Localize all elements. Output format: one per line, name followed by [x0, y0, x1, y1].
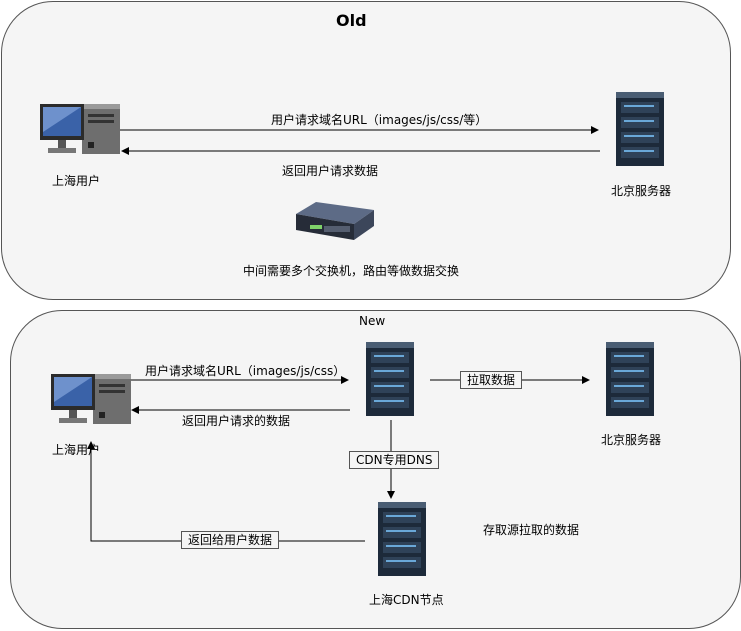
switch-note: 中间需要多个交换机，路由等做数据交换	[243, 264, 460, 278]
rack-server-icon	[378, 502, 426, 576]
old-response-label: 返回用户请求数据	[282, 164, 379, 178]
return-arrow	[87, 441, 365, 542]
new-response-label: 返回用户请求的数据	[182, 414, 291, 428]
network-switch-icon	[296, 202, 374, 240]
new-request-label: 用户请求域名URL（images/js/css）	[145, 364, 346, 378]
cdn-dns-label: CDN专用DNS	[349, 451, 440, 469]
rack-server-icon	[616, 92, 664, 166]
desktop-computer-icon	[51, 374, 131, 424]
new-client-label: 上海用户	[52, 443, 101, 457]
origin-note: 存取源拉取的数据	[483, 523, 580, 537]
old-client-label: 上海用户	[52, 174, 101, 188]
rack-server-icon	[606, 342, 654, 416]
cdn-node-label: 上海CDN节点	[369, 593, 444, 607]
return-data-label: 返回给用户数据	[181, 531, 280, 549]
new-title: New	[359, 314, 386, 328]
pull-data-label: 拉取数据	[460, 371, 523, 389]
old-title: Old	[336, 11, 367, 30]
old-request-label: 用户请求域名URL（images/js/css/等）	[271, 113, 488, 127]
old-server-label: 北京服务器	[611, 184, 672, 198]
new-server-label: 北京服务器	[601, 433, 662, 447]
rack-server-icon	[366, 342, 414, 416]
desktop-computer-icon	[40, 104, 120, 154]
